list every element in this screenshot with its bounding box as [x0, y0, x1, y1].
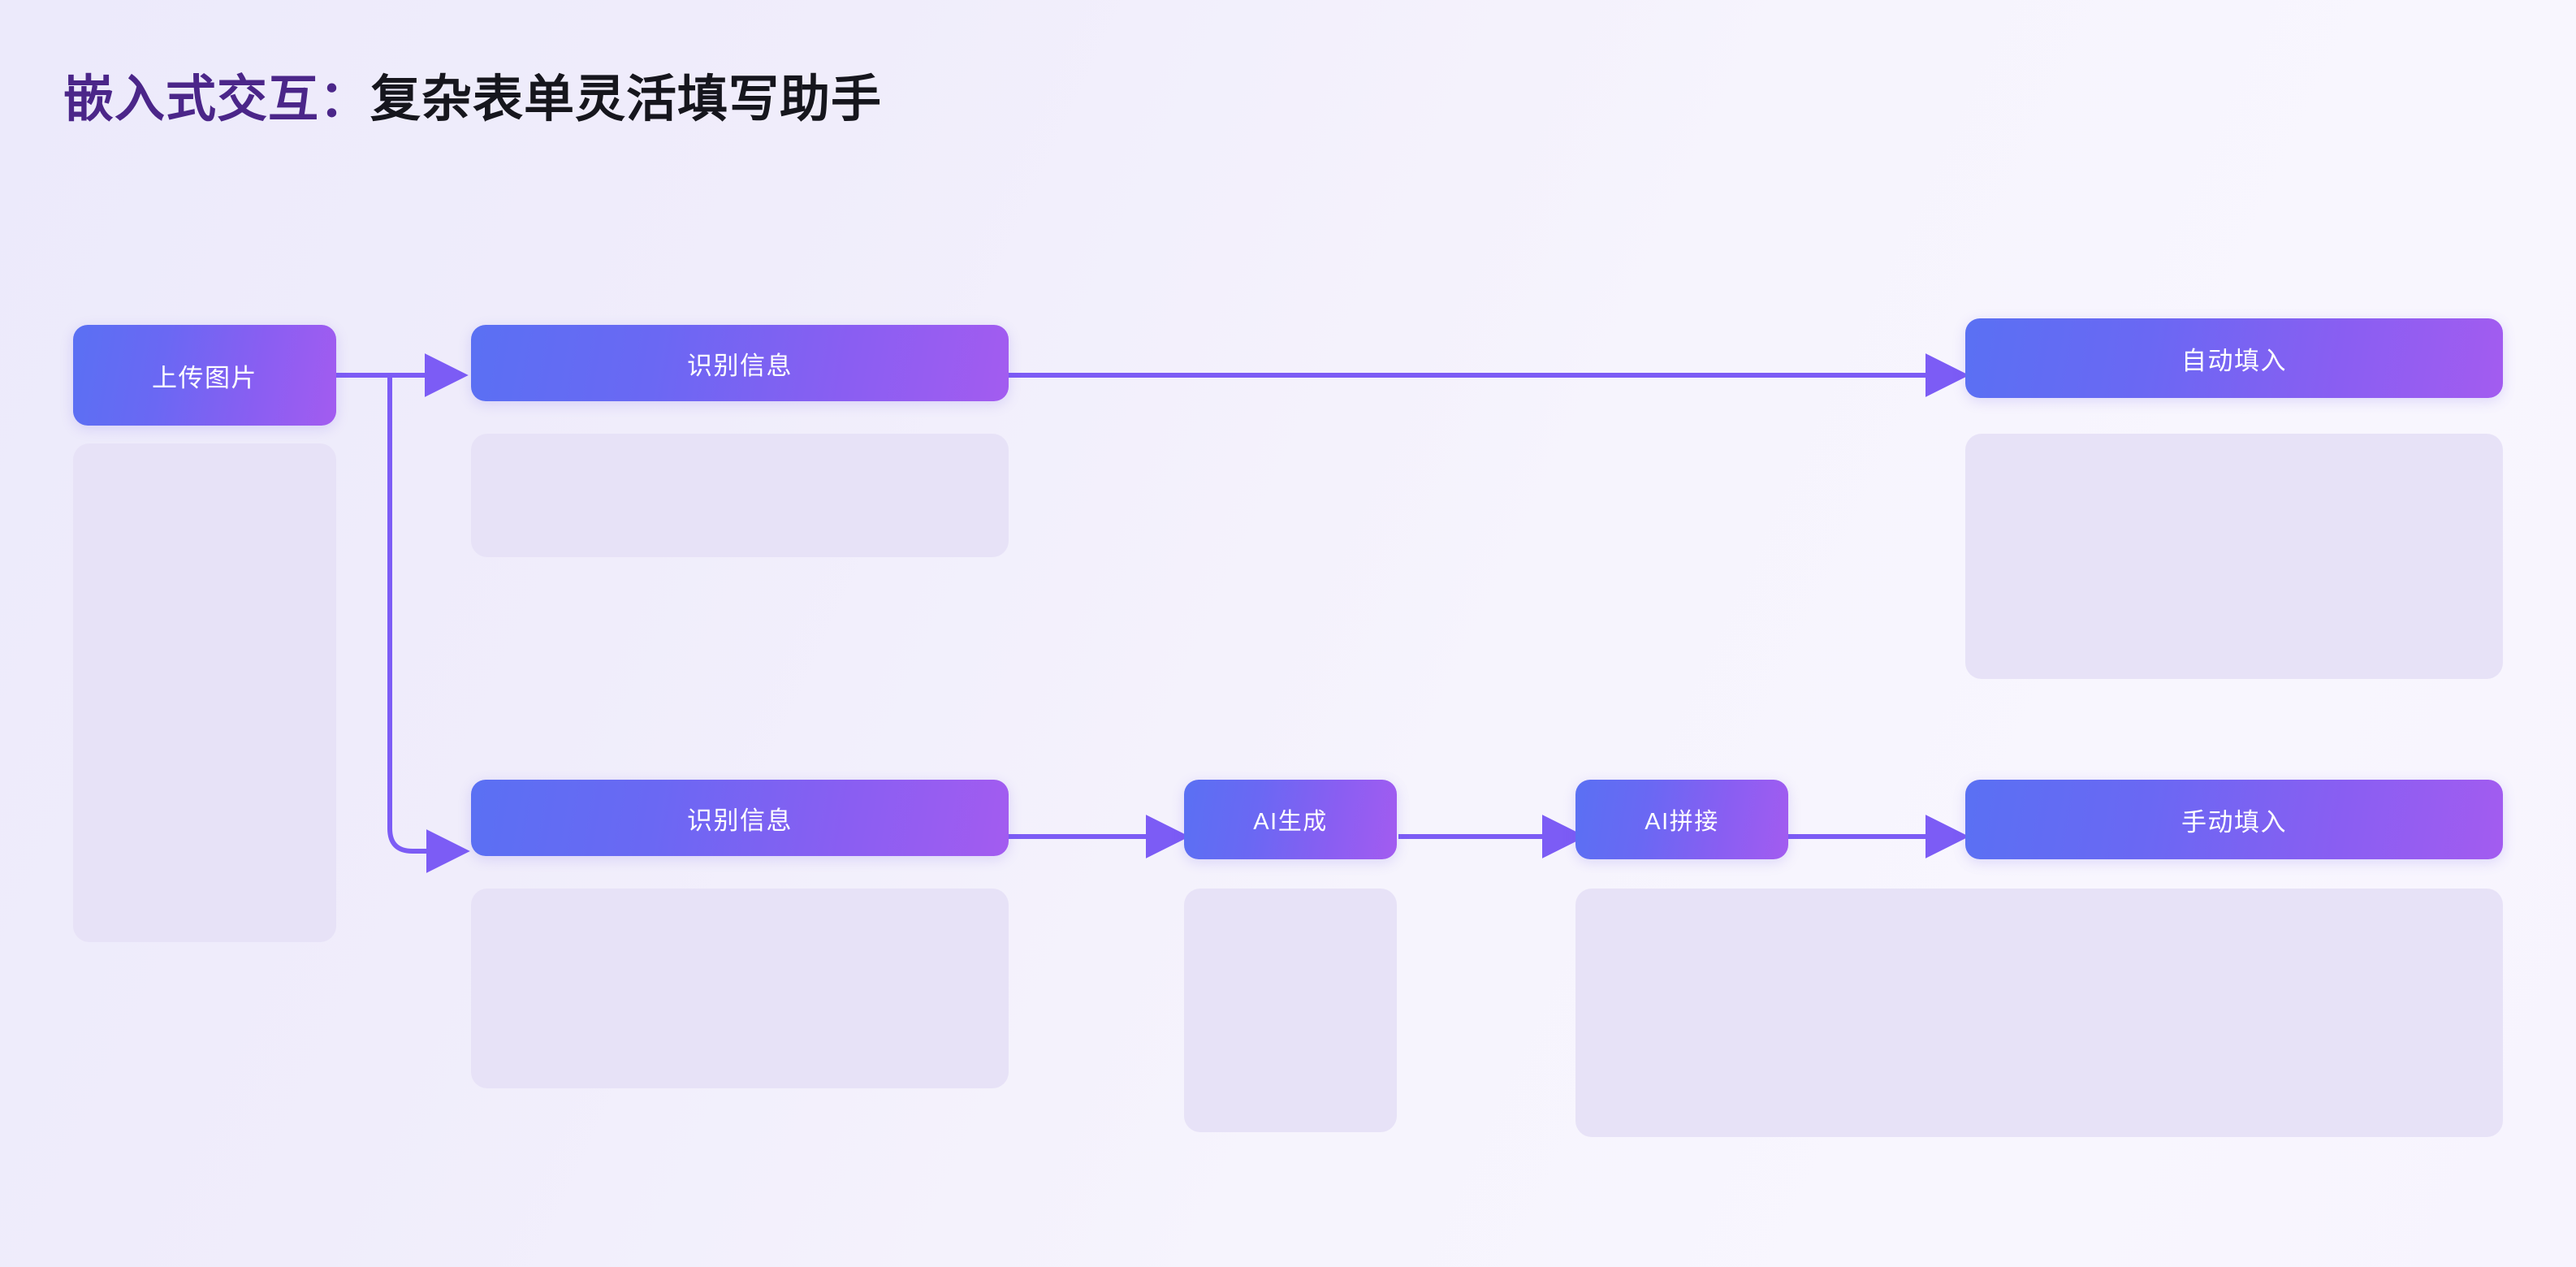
stage-aigenerate-label: AI生成 — [1253, 809, 1328, 835]
upload-images-panel — [73, 443, 336, 942]
stage-upload-heading[interactable]: 上传图片 — [73, 325, 336, 426]
stage-recognize-bottom-heading[interactable]: 识别信息 — [471, 780, 1009, 856]
stage-recognize-top-label: 识别信息 — [687, 351, 793, 380]
stage-aimerge-label: AI拼接 — [1645, 809, 1719, 835]
page-title-main: 复杂表单灵活填写助手 — [370, 71, 883, 128]
stage-manualfill-heading[interactable]: 手动填入 — [1965, 780, 2503, 859]
aimerge-manualfill-panel — [1575, 889, 2503, 1137]
stage-autofill-label: 自动填入 — [2181, 346, 2287, 375]
stage-autofill-heading[interactable]: 自动填入 — [1965, 318, 2503, 398]
stage-recognize-bottom-label: 识别信息 — [687, 806, 793, 835]
connector-upload-to-recognize-bottom — [387, 375, 470, 873]
stage-upload-label: 上传图片 — [152, 363, 257, 392]
stage-manualfill-label: 手动填入 — [2181, 807, 2287, 837]
page-title: 嵌入式交互：复杂表单灵活填写助手 — [63, 75, 882, 125]
autofill-panel — [1965, 434, 2503, 679]
stage-recognize-top-heading[interactable]: 识别信息 — [471, 325, 1009, 401]
stage-aimerge-heading[interactable]: AI拼接 — [1575, 780, 1788, 859]
aigenerate-panel — [1184, 889, 1397, 1132]
recognize-top-panel — [471, 434, 1009, 557]
page-title-accent: 嵌入式交互： — [63, 71, 371, 128]
recognize-bottom-panel — [471, 889, 1009, 1088]
stage-aigenerate-heading[interactable]: AI生成 — [1184, 780, 1397, 859]
